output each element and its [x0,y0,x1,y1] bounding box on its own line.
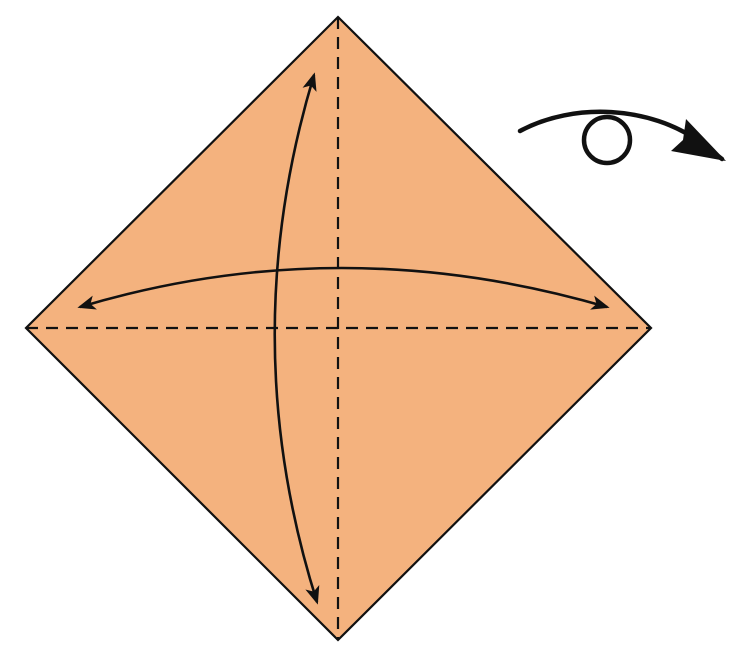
turn-over-arrowhead [671,119,726,161]
loop-arrow-icon [517,109,726,166]
horizontal-fold-unfold-arrow [77,266,610,310]
vertical-fold-unfold-arrow [273,72,320,605]
turn-over-loop [581,114,633,166]
